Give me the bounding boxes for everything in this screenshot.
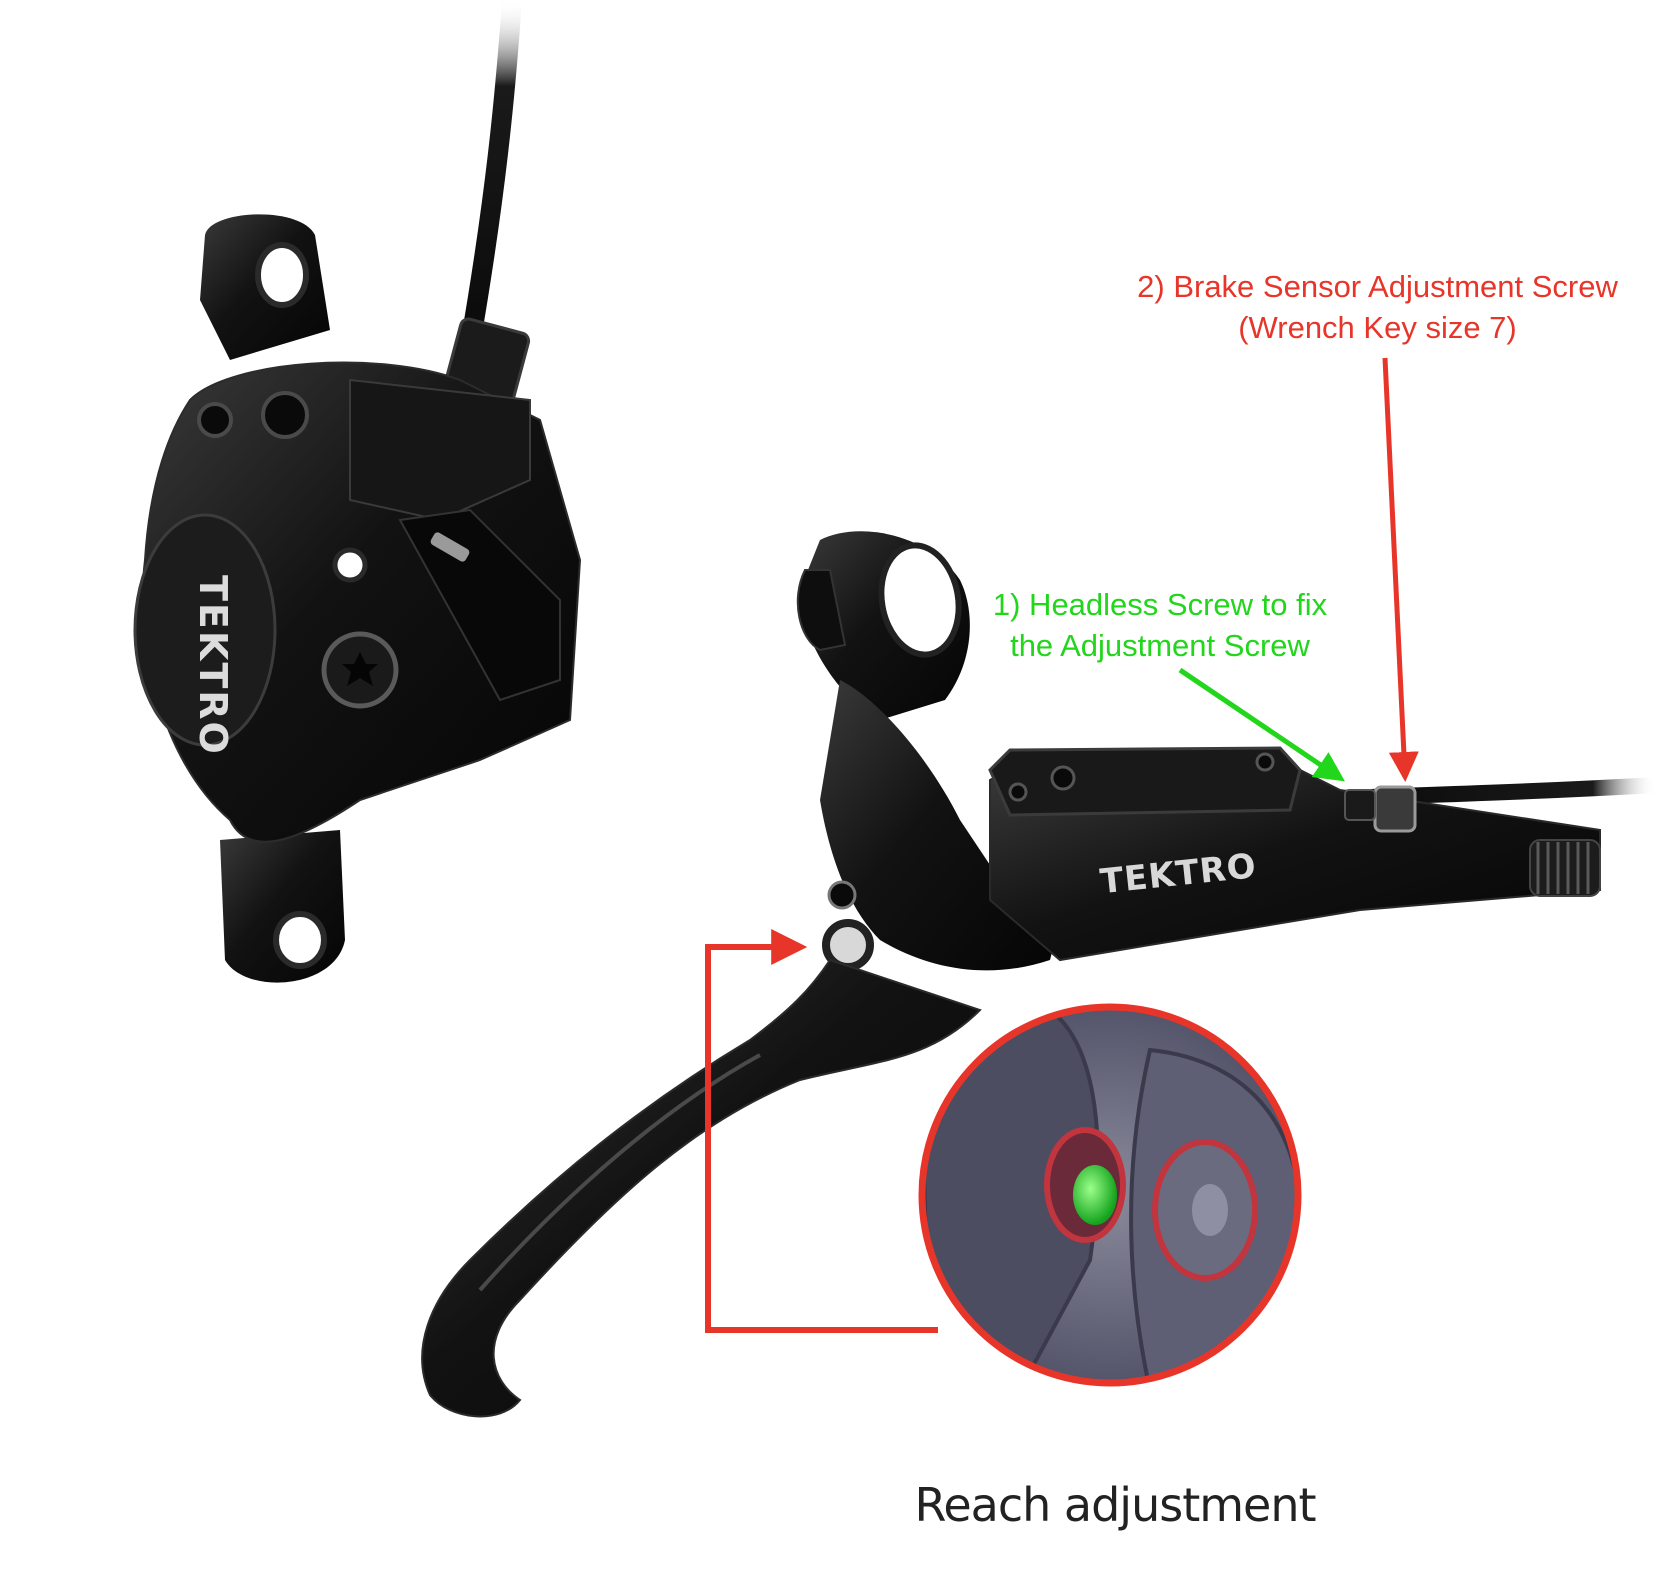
reservoir-cap [988, 746, 1302, 817]
brake-caliper: TEKTRO [133, 0, 582, 983]
headless-screw-label-line2: the Adjustment Screw [1010, 628, 1310, 663]
brake-lever: TEKTRO [421, 531, 1656, 1418]
caliper-pin-hole-icon [332, 547, 368, 583]
blade-highlight [478, 1053, 761, 1292]
lever-blade [421, 958, 982, 1418]
reach-adjustment-caption: Reach adjustment [914, 1478, 1316, 1532]
torx-star-icon [342, 652, 378, 686]
reach-zoom-inset [918, 1003, 1302, 1387]
sensor-adjustment-nut [1373, 785, 1417, 833]
caliper-logo: TEKTRO [191, 575, 235, 756]
sensor-screw-label-line2: (Wrench Key size 7) [1238, 310, 1517, 345]
clamp-opening [878, 542, 962, 658]
reservoir-screw-icon-3 [1255, 752, 1275, 772]
headless-screw-label-line1: 1) Headless Screw to fix [992, 587, 1328, 622]
thread-lines [1536, 842, 1590, 894]
caliper-top-block [349, 378, 531, 522]
caliper-upper-bolt-hole [255, 242, 309, 308]
zoom-center-hole [1192, 1184, 1228, 1236]
caliper-pad-slot [398, 508, 561, 702]
zoom-border [918, 1003, 1302, 1387]
zoom-green-screw [1073, 1165, 1117, 1225]
annotations [705, 357, 1419, 1333]
reservoir-screw-icon [1050, 765, 1076, 791]
caliper-side-bolt-icon [197, 402, 233, 438]
caliper-top-bolt-icon [261, 391, 309, 439]
reach-bracket-arrow [705, 929, 938, 1333]
sensor-screw-label-line1: 2) Brake Sensor Adjustment Screw [1137, 269, 1618, 304]
sensor-screw-arrow [1382, 357, 1419, 782]
caliper-pad-pin [430, 532, 470, 562]
caliper-hose [460, 0, 522, 355]
caliper-lower-bolt-hole [273, 911, 327, 969]
zoom-part-left [922, 1007, 1100, 1383]
reach-screw-icon [827, 880, 857, 910]
headless-screw-arrow [1178, 667, 1345, 782]
clamp-arm [796, 569, 847, 652]
caliper-cover [133, 513, 277, 747]
headless-screw [1344, 789, 1376, 821]
threaded-end [1529, 839, 1601, 897]
reservoir-screw-icon-2 [1008, 782, 1028, 802]
